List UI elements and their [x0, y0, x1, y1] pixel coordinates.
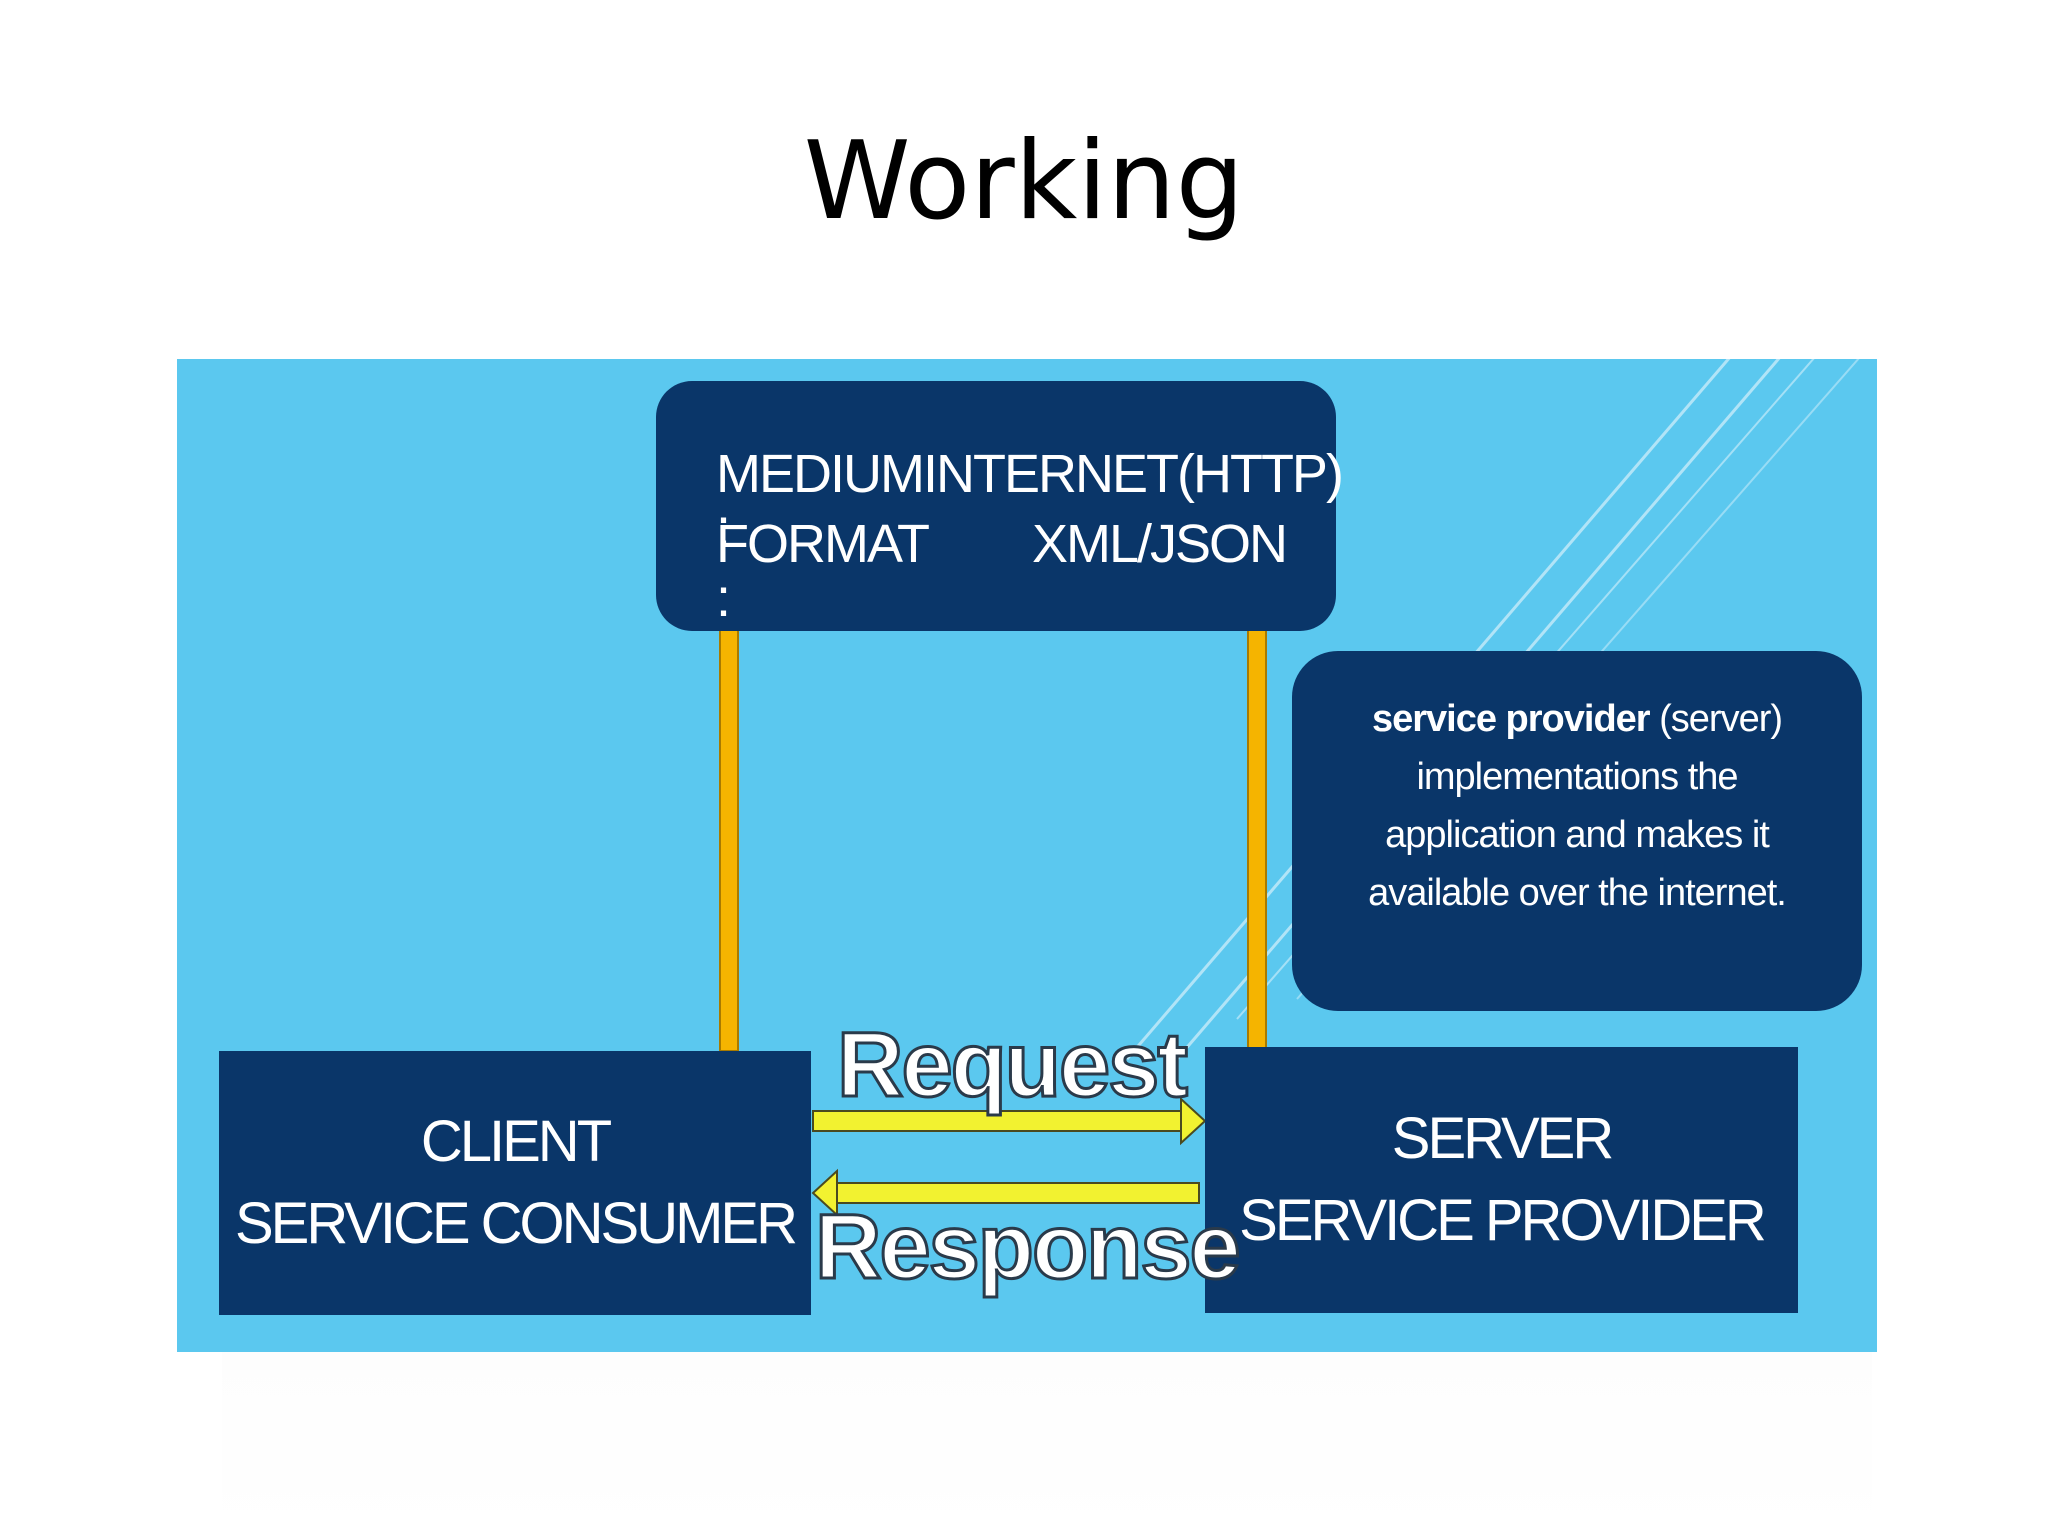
provider-note-bold: service provider — [1371, 698, 1651, 740]
server-up-arrow — [1243, 605, 1271, 1050]
server-box: SERVER SERVICE PROVIDER — [1205, 1047, 1798, 1313]
service-provider-note: service provider (server) implementation… — [1292, 651, 1862, 1011]
client-box: CLIENT SERVICE CONSUMER — [219, 1051, 811, 1315]
format-label: FORMAT : — [716, 514, 929, 628]
provider-note-text: (server) implementations the application… — [1368, 698, 1787, 914]
request-arrow — [812, 1096, 1207, 1146]
format-value: XML/JSON — [1031, 514, 1288, 574]
client-subtitle: SERVICE CONSUMER — [234, 1191, 798, 1256]
response-label: Response — [814, 1196, 1243, 1298]
response-arrow — [811, 1168, 1200, 1218]
bottom-fade — [222, 1352, 1872, 1536]
slide-title: Working — [803, 119, 1245, 244]
web-service-diagram: MEDIUM : INTERNET(HTTP) FORMAT : XML/JSO… — [177, 359, 1877, 1352]
medium-label: MEDIUM : — [716, 444, 925, 558]
medium-value: INTERNET(HTTP) — [922, 444, 1344, 504]
server-title: SERVER — [1391, 1106, 1614, 1171]
request-label: Request — [836, 1014, 1190, 1116]
client-up-arrow — [715, 605, 743, 1052]
flow-arrows — [715, 605, 1271, 1218]
medium-format-box: MEDIUM : INTERNET(HTTP) FORMAT : XML/JSO… — [656, 381, 1344, 631]
client-title: CLIENT — [420, 1109, 612, 1174]
server-subtitle: SERVICE PROVIDER — [1239, 1188, 1767, 1253]
